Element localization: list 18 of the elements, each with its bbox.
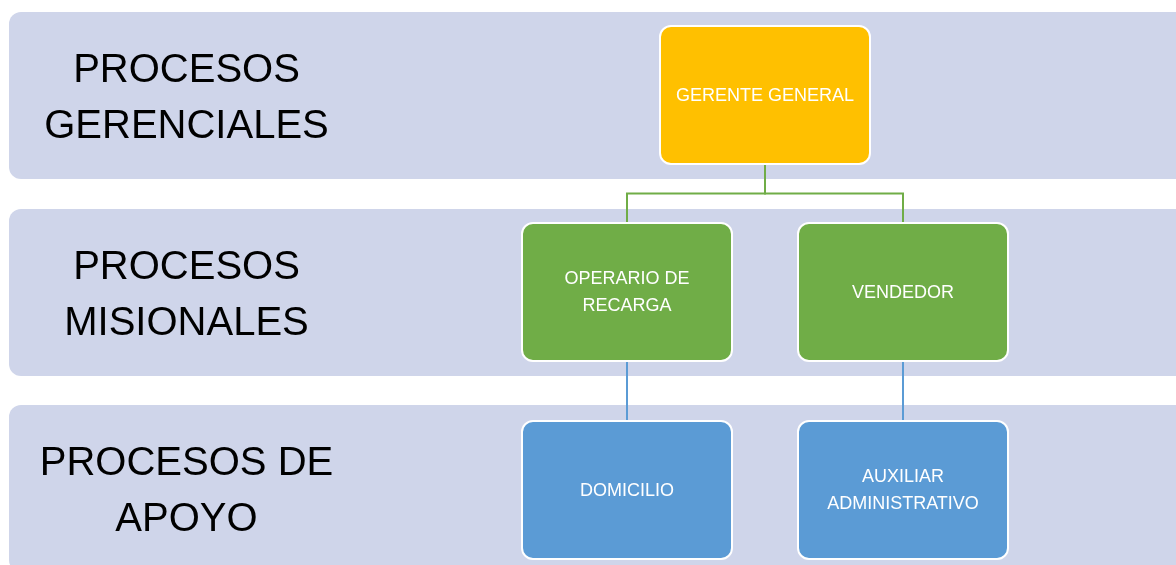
role-label: VENDEDOR [852, 280, 954, 304]
band-heading: PROCESOS MISIONALES [63, 241, 310, 345]
role-box [797, 420, 1009, 560]
role-label: OPERARIO DE RECARGA [563, 267, 691, 317]
connector-line [626, 361, 628, 421]
band-heading: PROCESOS DE APOYO [38, 437, 335, 541]
role-label: GERENTE GENERAL [675, 83, 854, 107]
band-heading: PROCESOS GERENCIALES [43, 44, 330, 148]
role-box [659, 25, 871, 165]
connector-line [902, 361, 904, 421]
process-band [9, 12, 1176, 179]
process-band [9, 405, 1176, 565]
role-label: DOMICILIO [580, 478, 674, 502]
role-label: AUXILIAR ADMINISTRATIVO [826, 465, 980, 515]
role-box [797, 222, 1009, 362]
process-band [9, 209, 1176, 376]
role-box [521, 420, 733, 560]
role-box [521, 222, 733, 362]
